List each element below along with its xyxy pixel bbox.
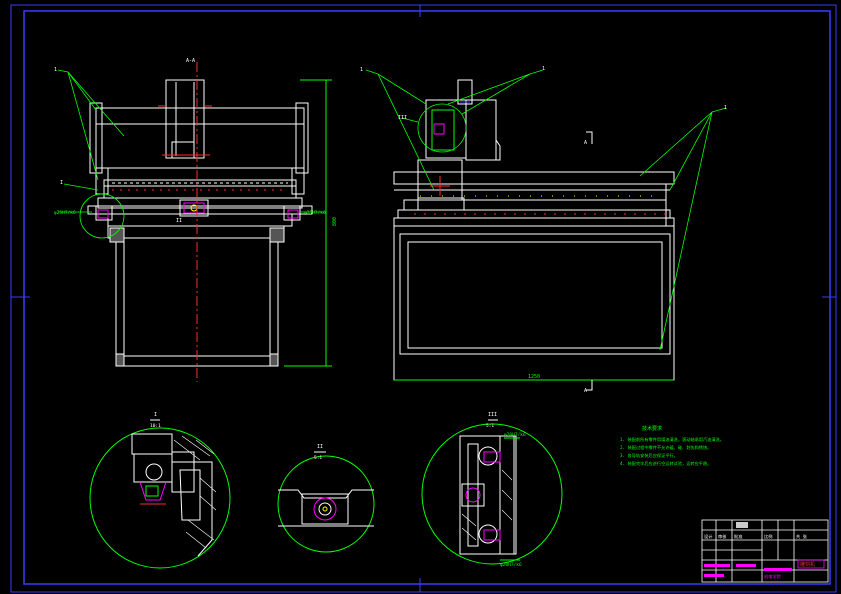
drawing-frame	[10, 4, 837, 593]
detail-1-scale: 10:1	[150, 423, 161, 429]
detail-view-1	[89, 419, 231, 569]
detail-3-tag: III	[488, 412, 497, 418]
detail-view-3-hatch	[461, 469, 513, 541]
front-view-section-tag: A-A	[186, 58, 195, 64]
side-view-leader-number-top: 1	[542, 66, 545, 72]
side-view-section-arrow-top: A	[584, 140, 587, 146]
tech-notes-title: 技术要求	[642, 425, 662, 432]
title-block-drawing-name: 雕刻机	[800, 561, 815, 568]
title-block-scale-label: 比例	[764, 533, 772, 540]
detail-3-note-top: φ20H7/k6	[504, 432, 526, 438]
title-block-design-label: 设计	[704, 533, 712, 540]
side-view-leader-number-right: 1	[724, 105, 727, 111]
title-block-check-label: 审核	[718, 533, 727, 540]
detail-3-scale: 5:1	[486, 423, 494, 429]
tech-note-line: 2. 装配过程中零件不允许磕、碰、划伤和锈蚀。	[620, 444, 711, 451]
detail-view-2	[277, 451, 375, 553]
detail-view-3	[421, 419, 563, 565]
side-view-details	[394, 101, 674, 391]
front-view-detail-tag-left: I	[60, 180, 63, 186]
tech-note-line: 1. 装配前所有零件用煤油清洗，滚动轴承用汽油清洗。	[620, 436, 724, 443]
side-view-detail-tag: III	[398, 115, 407, 121]
front-view-details	[97, 62, 332, 382]
side-view-leaders	[365, 69, 727, 351]
tech-notes: 技术要求 1. 装配前所有零件用煤油清洗，滚动轴承用汽油清洗。 2. 装配过程中…	[620, 425, 724, 467]
tech-note-line: 3. 各导轨安装后应保证平行。	[620, 452, 678, 459]
detail-2-tag: II	[317, 444, 323, 450]
front-view-note-left: φ25H7/k6	[54, 210, 76, 216]
side-view-width-dimension: 1250	[528, 374, 540, 380]
side-view-section-arrow-bottom: A	[584, 388, 587, 394]
title-block-marks	[704, 522, 792, 577]
side-view-leader-number-left: 1	[360, 67, 363, 73]
title-block-sheet-label: 共 张	[796, 533, 808, 540]
title-block-approve-label: 批准	[734, 533, 742, 540]
front-view-detail-tag-mid: II	[176, 218, 182, 224]
title-block-school: 机电学院	[764, 573, 782, 580]
tech-note-line: 4. 装配完毕后应进行空运转试验，运转应平稳。	[620, 460, 711, 467]
front-view-leader-number: 1	[54, 67, 57, 73]
detail-3-note-bottom: φ20H7/k6	[500, 562, 522, 568]
detail-1-tag: I	[154, 412, 157, 418]
front-view-note-right: φ25H7/k6	[304, 210, 326, 216]
front-view-dimension: 800	[332, 217, 338, 226]
front-view	[87, 79, 313, 367]
detail-2-scale: 5:1	[314, 455, 322, 461]
front-view-leaders	[57, 69, 326, 239]
detail-view-1-hatch	[173, 435, 217, 549]
